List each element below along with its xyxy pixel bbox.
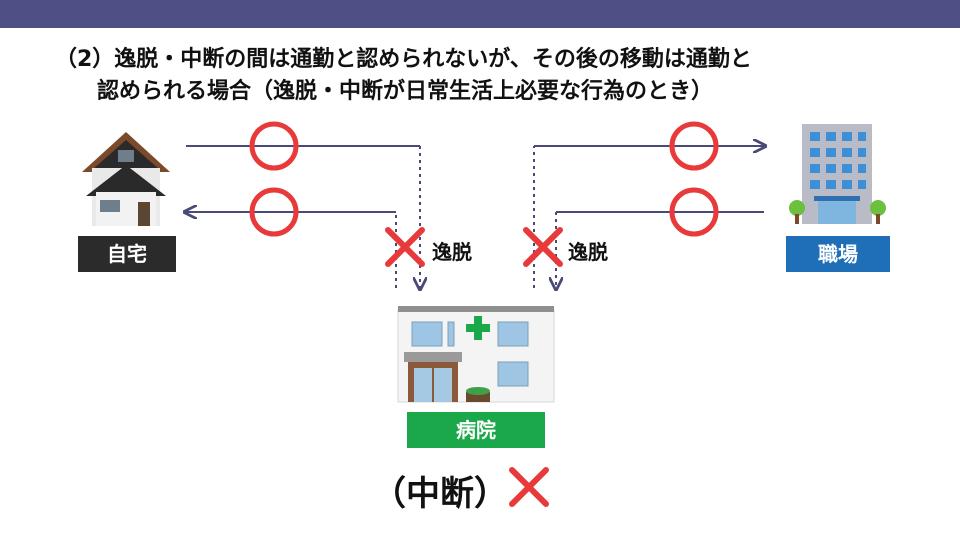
- interruption-cross-icon: [509, 467, 549, 507]
- home-label: 自宅: [78, 236, 176, 272]
- cross-icon: [385, 227, 425, 267]
- office-building-icon: [789, 124, 886, 224]
- heading-line-2: 認められる場合（逸脱・中断が日常生活上必要な行為のとき）: [97, 79, 714, 104]
- house-icon: [82, 132, 170, 226]
- cross-icon: [523, 227, 563, 267]
- hospital-icon: [397, 306, 555, 403]
- diversion-label-right: 逸脱: [568, 240, 608, 264]
- ok-circle-icon: [249, 187, 299, 237]
- ok-circle-icon: [249, 121, 299, 171]
- ok-circle-icon: [669, 187, 719, 237]
- heading-line-1: （2）逸脱・中断の間は通勤と認められないが、その後の移動は通勤と: [55, 47, 752, 72]
- diversion-label-left: 逸脱: [432, 240, 472, 264]
- slide-heading: （2）逸脱・中断の間は通勤と認められないが、その後の移動は通勤と 認められる場合…: [55, 44, 935, 108]
- ok-circle-icon: [669, 121, 719, 171]
- hospital-label: 病院: [407, 412, 545, 448]
- workplace-label: 職場: [786, 236, 890, 272]
- top-bar: [0, 0, 960, 28]
- interruption-label: （中断）: [372, 474, 508, 514]
